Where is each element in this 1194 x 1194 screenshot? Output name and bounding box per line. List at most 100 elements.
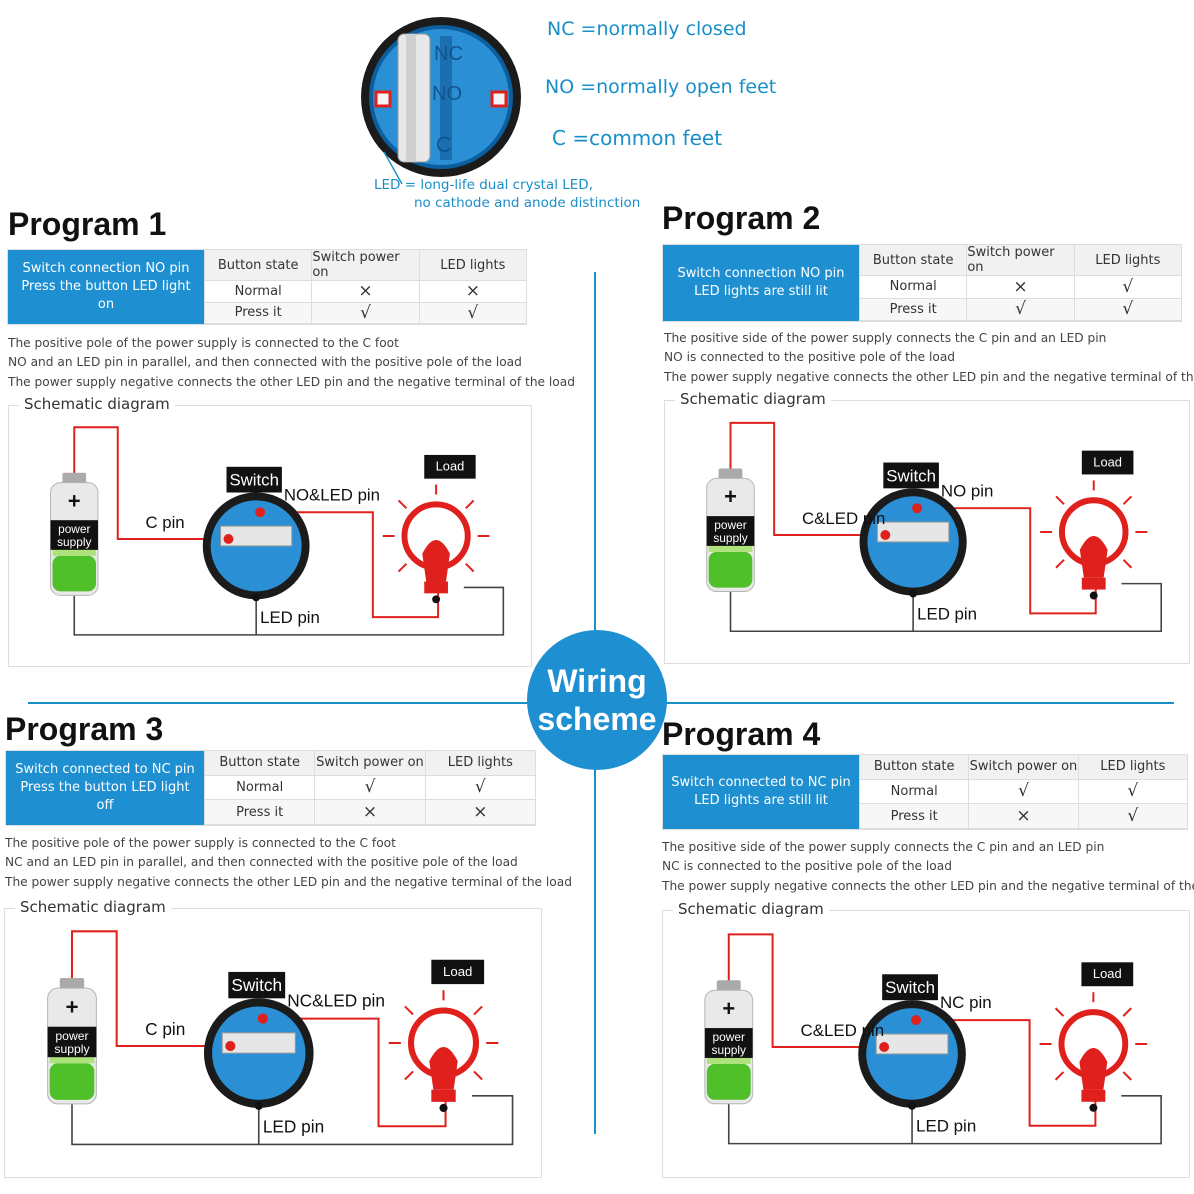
connection-cell: Switch connection NO pin LED lights are … (663, 245, 859, 321)
left-pin-label: C&LED pin (800, 1021, 884, 1040)
bottom-pin-label: LED pin (263, 1116, 324, 1136)
left-pin-label: C pin (145, 1019, 185, 1039)
state-table: Switch connection NO pin Press the butto… (7, 249, 527, 325)
schematic-svg: + power supply Switch (50, 426, 505, 636)
battery-icon: + power supply (706, 468, 755, 593)
schematic-label: Schematic diagram (675, 390, 831, 408)
state-table: Switch connected to NC pin LED lights ar… (662, 754, 1188, 830)
right-pin-label: NC pin (940, 993, 992, 1012)
battery-label-1: power (55, 1029, 88, 1043)
header-switch-power: Switch power on (966, 245, 1074, 276)
connection-line-1: Switch connection NO pin (677, 266, 845, 281)
row-normal-label: Normal (859, 276, 967, 299)
row-normal-label: Normal (204, 281, 312, 303)
schematic-label: Schematic diagram (19, 395, 175, 413)
badge-line-2: scheme (537, 701, 657, 737)
row-press-label: Press it (204, 800, 315, 825)
description-line-2: NO is connected to the positive pole of … (664, 350, 956, 365)
battery-label-2: supply (54, 1042, 90, 1056)
connection-cell: Switch connected to NC pin LED lights ar… (663, 755, 859, 829)
press-power-mark: × (968, 804, 1078, 829)
schematic-svg: + power supply Switch (706, 421, 1163, 633)
schematic-svg: + power supply Switch (47, 930, 514, 1146)
row-press-label: Press it (204, 302, 312, 324)
switch-icon: Switch (859, 462, 967, 598)
connection-line-2: LED lights are still lit (694, 284, 828, 299)
battery-icon: + power supply (50, 472, 99, 596)
program-description: The positive side of the power supply co… (662, 838, 1194, 896)
battery-plus: + (722, 996, 735, 1021)
battery-label-1: power (714, 518, 746, 532)
ground-wire (73, 585, 505, 636)
normal-led-mark: √ (1077, 779, 1187, 805)
legend-no: NO =normally open feet (545, 76, 777, 98)
switch-label: Switch (229, 471, 278, 490)
description-line-3: The power supply negative connects the o… (662, 878, 1194, 893)
bottom-pin-label: LED pin (917, 604, 977, 623)
description-line-3: The power supply negative connects the o… (8, 374, 575, 389)
connection-line-1: Switch connection NO pin (22, 261, 190, 276)
badge-line-1: Wiring (547, 663, 647, 699)
bulb-icon: Load (388, 959, 499, 1113)
load-wire (917, 507, 1097, 615)
state-grid: Button state Switch power on LED lights … (204, 751, 535, 825)
state-grid: Button state Switch power on LED lights … (859, 245, 1181, 321)
positive-wire (729, 421, 884, 536)
normal-power-mark: √ (314, 775, 425, 801)
right-pin-label: NC&LED pin (287, 990, 385, 1010)
bulb-icon: Load (1040, 450, 1148, 600)
switch-icon: Switch (202, 466, 310, 602)
row-normal-label: Normal (204, 775, 315, 801)
battery-plus: + (724, 484, 737, 509)
schematic-frame: Schematic diagram + power supply (664, 390, 1190, 664)
switch-label: Switch (231, 975, 282, 995)
positive-wire (73, 426, 227, 540)
connection-cell: Switch connection NO pin Press the butto… (8, 250, 204, 324)
header-button-state: Button state (204, 250, 312, 281)
battery-icon: + power supply (704, 980, 754, 1105)
battery-label-1: power (712, 1030, 745, 1044)
header-switch-power: Switch power on (968, 755, 1078, 780)
battery-label-1: power (58, 522, 90, 536)
ground-wire (71, 1093, 514, 1146)
state-table: Switch connection NO pin LED lights are … (662, 244, 1182, 322)
connection-cell: Switch connected to NC pin Press the but… (6, 751, 204, 825)
description-line-1: The positive pole of the power supply is… (8, 336, 399, 350)
connection-line-2: Press the button LED light on (21, 279, 191, 312)
header-switch-power: Switch power on (314, 751, 425, 776)
load-label: Load (1093, 455, 1122, 470)
bulb-icon: Load (1039, 962, 1148, 1112)
program-description: The positive side of the power supply co… (664, 329, 1194, 387)
description-line-1: The positive side of the power supply co… (662, 840, 1105, 854)
load-label: Load (1093, 966, 1122, 981)
program-title: Program 3 (5, 711, 164, 747)
button-closeup: NC NO C (356, 12, 526, 182)
battery-plus: + (65, 995, 78, 1020)
header-led-lights: LED lights (1077, 755, 1187, 780)
switch-icon: Switch (203, 971, 314, 1110)
normal-led-mark: √ (1073, 276, 1181, 299)
press-power-mark: √ (966, 298, 1074, 321)
press-power-mark: √ (311, 302, 419, 324)
connection-line-2: LED lights are still lit (694, 793, 828, 808)
normal-led-mark: × (418, 281, 526, 303)
svg-text:C: C (436, 132, 452, 157)
positive-wire (70, 930, 229, 1048)
schematic-frame: Schematic diagram + power supply (4, 898, 542, 1178)
description-line-3: The power supply negative connects the o… (664, 369, 1194, 384)
description-line-2: NO and an LED pin in parallel, and then … (8, 355, 522, 370)
left-pin-label: C pin (145, 513, 184, 532)
program-description: The positive pole of the power supply is… (5, 834, 572, 892)
header-switch-power: Switch power on (311, 250, 419, 281)
push-button-icon: NC NO C (361, 17, 521, 177)
schematic-label: Schematic diagram (15, 898, 171, 916)
load-label: Load (443, 964, 472, 979)
battery-label-2: supply (711, 1043, 746, 1057)
load-wire (916, 1019, 1097, 1127)
program-title: Program 1 (8, 206, 167, 242)
ground-wire (727, 1093, 1162, 1145)
press-power-mark: × (314, 800, 425, 825)
normal-power-mark: √ (968, 779, 1078, 805)
connection-line-2: Press the button LED light off (20, 780, 190, 813)
program-description: The positive pole of the power supply is… (8, 334, 575, 392)
